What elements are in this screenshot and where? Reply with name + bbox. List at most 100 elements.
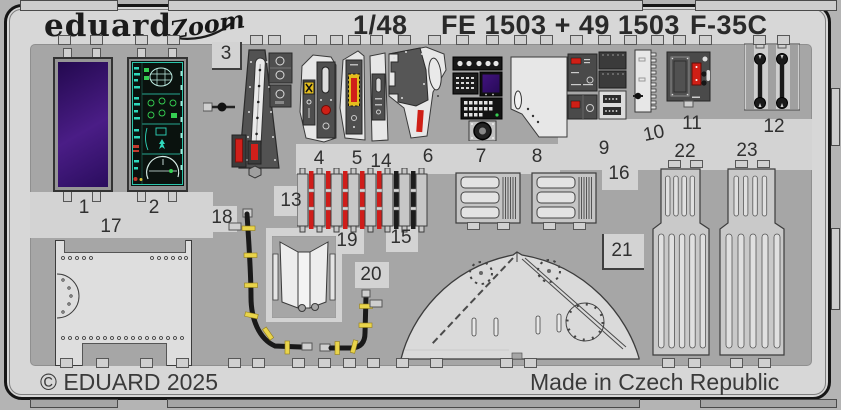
- attachment-stub: [500, 358, 513, 368]
- part-label-2: 2: [148, 197, 160, 218]
- attachment-stub: [624, 35, 637, 45]
- attachment-stub: [135, 35, 148, 45]
- attachment-stub: [486, 35, 499, 45]
- attachment-stub: [753, 35, 766, 45]
- part-6-bulkhead-panel: [388, 46, 447, 139]
- attachment-stub: [758, 358, 771, 368]
- fold-line: [521, 258, 624, 350]
- frame-plate: [296, 144, 560, 174]
- frame-plate-21: [602, 234, 644, 270]
- attachment-tab: [137, 191, 146, 202]
- part-16-grille: [455, 172, 521, 224]
- attachment-stub: [318, 358, 331, 368]
- part-label-4: 4: [313, 148, 325, 169]
- connector: [603, 95, 621, 103]
- attachment-tab: [168, 191, 177, 202]
- part-5-side-panel: [339, 50, 366, 141]
- red-handle: [691, 62, 702, 86]
- carrier-bars: [297, 168, 428, 233]
- black-strips: [394, 171, 416, 229]
- attachment-stub: [252, 358, 265, 368]
- part-16-grille: [531, 172, 597, 224]
- part-2-instrument-display: [131, 61, 184, 186]
- part-label-8: 8: [531, 146, 543, 167]
- attachment-stub: [96, 358, 109, 368]
- dial-circle: [537, 259, 561, 283]
- part-17-top-cutout: [64, 240, 186, 253]
- attachment-stub: [167, 35, 180, 45]
- part-label-15: 15: [390, 227, 412, 248]
- part-label-23: 23: [736, 140, 758, 161]
- attachment-stub: [662, 358, 675, 368]
- part-8-blank-panel: [510, 56, 568, 138]
- part-label-1: 1: [78, 197, 90, 218]
- attachment-stub: [60, 358, 73, 368]
- knob-row: [457, 60, 499, 67]
- strip-clips: [308, 188, 417, 211]
- part-label-20: 20: [360, 264, 382, 285]
- part-12-straps: [744, 42, 800, 111]
- strap: [776, 42, 788, 109]
- edge-tab: [167, 399, 640, 408]
- red-button: [321, 105, 331, 115]
- part-1-mfd-frame: [53, 57, 113, 192]
- console-slot: [250, 57, 266, 157]
- frame-plate: [355, 262, 389, 288]
- edge-tab: [700, 399, 837, 408]
- attachment-stub: [699, 35, 712, 45]
- edge-tab: [168, 0, 643, 11]
- attachment-stub: [777, 35, 790, 45]
- edge-tab: [695, 0, 837, 11]
- part-9-panel-cluster: [567, 51, 627, 120]
- part-11-panel: [666, 51, 711, 108]
- attachment-stub: [343, 358, 356, 368]
- notch: [311, 303, 319, 311]
- attachment-stub: [497, 222, 510, 230]
- attachment-stub: [730, 358, 743, 368]
- attachment-stub: [398, 35, 411, 45]
- small-purple-screen: [482, 74, 500, 93]
- frame-plate: [602, 160, 638, 190]
- attachment-stub: [690, 160, 703, 168]
- copyright-text: © EDUARD 2025: [40, 369, 219, 395]
- attachment-stub: [467, 222, 480, 230]
- attachment-stub: [430, 358, 443, 368]
- part-7-instrument-stack: [452, 56, 503, 141]
- attachment-tab: [92, 191, 101, 202]
- attachment-stub: [514, 35, 527, 45]
- dial-circle: [469, 261, 493, 285]
- pin-head: [634, 92, 642, 100]
- red-switch: [570, 100, 581, 109]
- attachment-stub: [757, 160, 770, 168]
- attachment-stub: [540, 35, 553, 45]
- part-1-purple-screen: [58, 62, 108, 187]
- attachment-stub: [250, 35, 263, 45]
- attachment-stub: [228, 358, 241, 368]
- edge-tab: [20, 0, 118, 11]
- attachment-stub: [330, 35, 343, 45]
- edge-tab: [831, 228, 840, 310]
- part-22-louvered-panel: [652, 168, 710, 356]
- part-14-strip-panel: [369, 52, 389, 142]
- part-label-17: 17: [100, 216, 122, 237]
- frame-plate-3: [212, 42, 242, 70]
- attachment-stub: [268, 35, 281, 45]
- part-label-14: 14: [370, 151, 392, 172]
- connector: [603, 107, 621, 115]
- part-label-10: 10: [641, 121, 667, 146]
- part-label-3: 3: [220, 43, 232, 64]
- attachment-stub: [90, 35, 103, 45]
- attachment-stub: [456, 35, 469, 45]
- made-in-text: Made in Czech Republic: [530, 369, 780, 395]
- part-label-21: 21: [611, 240, 633, 261]
- attachment-stub: [304, 35, 317, 45]
- bottom-slots: [471, 313, 562, 337]
- edge-tab: [30, 399, 118, 408]
- button-grid: [456, 77, 474, 89]
- attachment-stub: [370, 35, 383, 45]
- notch: [298, 304, 306, 312]
- rivet-rows: [61, 256, 188, 340]
- part-label-12: 12: [763, 116, 785, 137]
- attachment-stub: [176, 358, 189, 368]
- red-handle: [251, 144, 258, 160]
